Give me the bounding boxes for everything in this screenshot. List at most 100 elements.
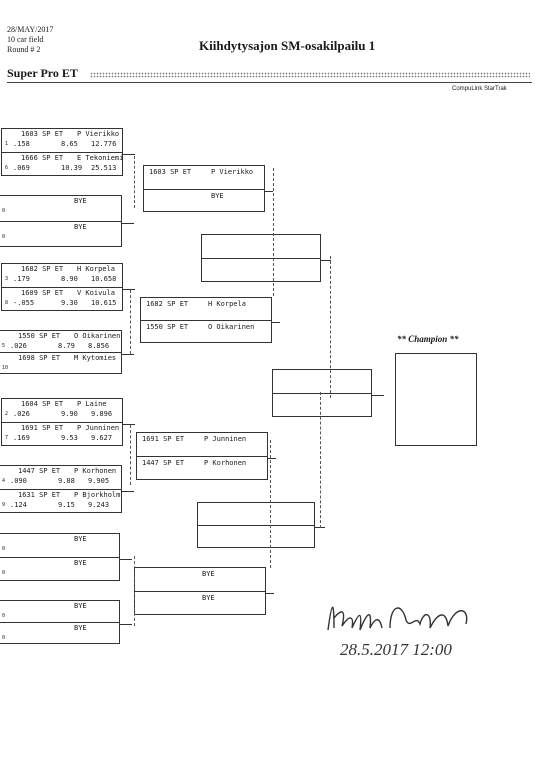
entry-driver: BYE <box>74 559 87 567</box>
entry-speed: 25.513 <box>91 164 117 172</box>
entry-speed: 9.905 <box>88 477 110 485</box>
field-size: 10 car field <box>7 35 44 44</box>
entry-reaction-time: .026 <box>13 410 30 418</box>
entry-speed: 12.776 <box>91 140 117 148</box>
champion-box <box>395 353 477 446</box>
entry-elapsed-time: 8.65 <box>61 140 78 148</box>
entry-dial: 1682 SP ET <box>146 300 189 308</box>
bracket-connector-dashed <box>134 556 135 626</box>
lane-divider <box>197 525 315 526</box>
entry-reaction-time: .169 <box>13 434 30 442</box>
entry-position: 0 <box>2 635 6 641</box>
entry-reaction-time: .069 <box>13 164 30 172</box>
entry-position: 2 <box>5 411 9 417</box>
lane-divider <box>0 622 120 623</box>
entry-driver: H Korpela <box>208 300 246 308</box>
entry-speed: 10.658 <box>91 275 117 283</box>
lane-divider <box>1 152 123 153</box>
entry-elapsed-time: 8.90 <box>61 275 78 283</box>
entry-driver: BYE <box>74 223 87 231</box>
entry-driver: P Korhonen <box>74 467 117 475</box>
bracket-connector <box>372 395 384 396</box>
bracket-connector <box>123 289 135 290</box>
entry-driver: P Laine <box>77 400 107 408</box>
lane-divider <box>0 221 122 222</box>
bracket-connector <box>265 191 273 192</box>
bracket-connector-dashed <box>130 425 131 485</box>
entry-driver: O Oikarinen <box>208 323 255 331</box>
entry-position: 5 <box>2 343 6 349</box>
entry-reaction-time: .158 <box>13 140 30 148</box>
header-rule <box>7 82 532 83</box>
entry-reaction-time: -.055 <box>13 299 35 307</box>
entry-position: 6 <box>5 165 9 171</box>
entry-position: 1 <box>5 141 9 147</box>
bracket-connector <box>122 354 134 355</box>
entry-driver: BYE <box>202 570 215 578</box>
entry-speed: 9.627 <box>91 434 113 442</box>
entry-driver: P Vierikko <box>77 130 120 138</box>
entry-driver: BYE <box>74 197 87 205</box>
lane-divider <box>0 352 122 353</box>
lane-divider <box>1 287 123 288</box>
class-title: Super Pro ET <box>7 66 78 80</box>
race-date: 28/MAY/2017 <box>7 25 54 34</box>
entry-elapsed-time: 9.30 <box>61 299 78 307</box>
entry-dial: 1550 SP ET <box>18 332 61 340</box>
entry-position: 9 <box>2 502 6 508</box>
entry-driver: BYE <box>74 535 87 543</box>
entry-speed: 10.615 <box>91 299 117 307</box>
dotted-leader <box>90 72 530 78</box>
entry-reaction-time: .124 <box>10 501 27 509</box>
entry-position: 3 <box>5 276 9 282</box>
entry-reaction-time: .026 <box>10 342 27 350</box>
lane-divider <box>136 456 268 457</box>
entry-driver: O Oikarinen <box>74 332 121 340</box>
entry-driver: P Korhonen <box>204 459 247 467</box>
entry-dial: 1550 SP ET <box>146 323 189 331</box>
bracket-connector <box>122 223 134 224</box>
bracket-connector-dashed <box>130 290 131 354</box>
bracket-connector <box>272 322 280 323</box>
entry-driver: M Kytomies <box>74 354 117 362</box>
entry-dial: 1682 SP ET <box>21 265 64 273</box>
entry-position: 0 <box>2 570 6 576</box>
entry-dial: 1447 SP ET <box>18 467 61 475</box>
entry-position: 4 <box>2 478 6 484</box>
entry-elapsed-time: 8.79 <box>58 342 75 350</box>
entry-driver: BYE <box>211 192 224 200</box>
entry-driver: P Vierikko <box>211 168 254 176</box>
bracket-connector <box>120 624 132 625</box>
bracket-connector <box>321 260 331 261</box>
signature-datetime: 28.5.2017 12:00 <box>340 640 452 659</box>
entry-dial: 1691 SP ET <box>21 424 64 432</box>
entry-position: 0 <box>2 234 6 240</box>
entry-dial: 1691 SP ET <box>142 435 185 443</box>
entry-speed: 8.856 <box>88 342 110 350</box>
bracket-connector-dashed <box>134 156 135 208</box>
entry-position: 8 <box>5 300 9 306</box>
entry-dial: 1609 SP ET <box>21 289 64 297</box>
entry-dial: 1603 SP ET <box>149 168 192 176</box>
entry-driver: H Korpela <box>77 265 115 273</box>
entry-dial: 1631 SP ET <box>18 491 61 499</box>
bracket-connector-dashed <box>320 392 321 528</box>
bracket-connector-dashed <box>330 256 331 398</box>
champion-label: ** Champion ** <box>397 334 459 344</box>
entry-dial: 1603 SP ET <box>21 130 64 138</box>
entry-driver: BYE <box>74 602 87 610</box>
lane-divider <box>272 393 372 394</box>
entry-elapsed-time: 9.53 <box>61 434 78 442</box>
entry-position: 0 <box>2 208 6 214</box>
entry-dial: 1604 SP ET <box>21 400 64 408</box>
round2-heat-box <box>143 165 265 212</box>
entry-driver: BYE <box>74 624 87 632</box>
entry-elapsed-time: 9.90 <box>61 410 78 418</box>
round-number: Round # 2 <box>7 45 41 54</box>
bracket-connector <box>120 559 132 560</box>
entry-position: 0 <box>2 546 6 552</box>
entry-driver: P Bjorkholm <box>74 491 121 499</box>
brand-label: CompuLink StarTrak <box>452 86 507 92</box>
entry-driver: E Tekoniemi <box>77 154 124 162</box>
entry-driver: P Junninen <box>204 435 247 443</box>
